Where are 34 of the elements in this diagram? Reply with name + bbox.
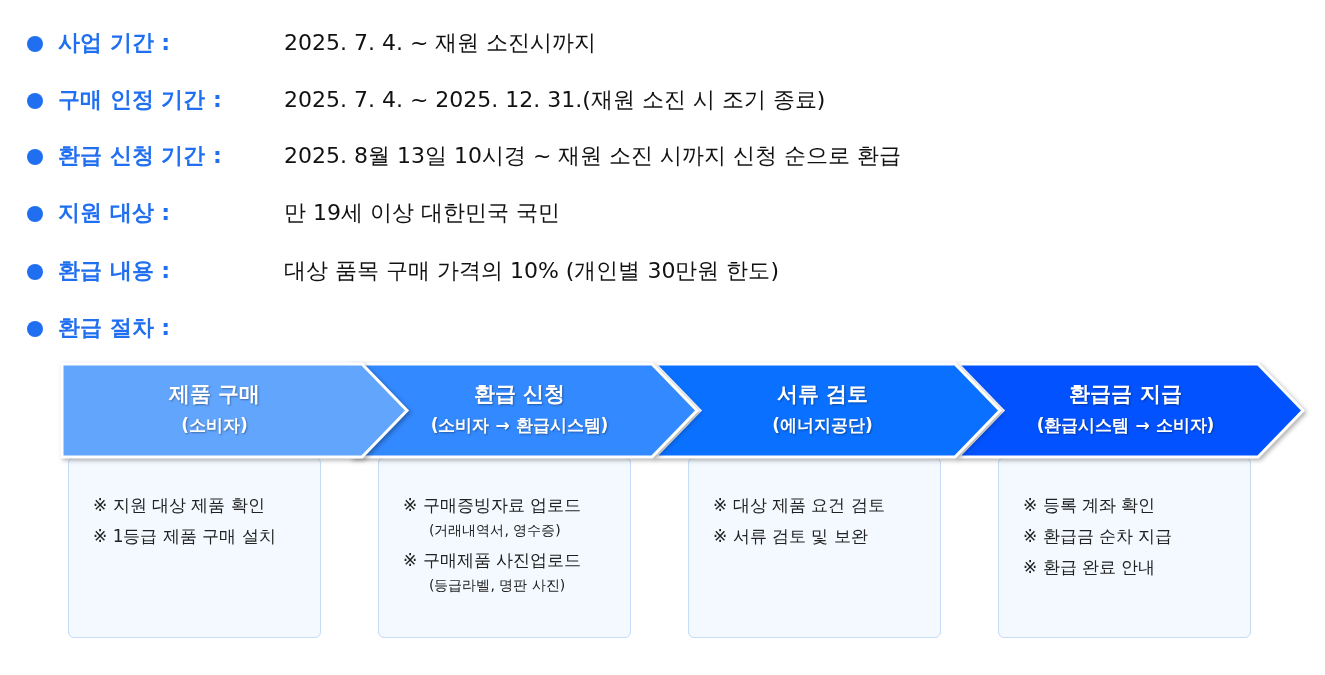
item-heading: 구매 인정 기간 : (58, 86, 222, 114)
step-subtitle: (소비자 → 환급시스템) (429, 414, 610, 437)
note-text: ※ 등록 계좌 확인 (1023, 494, 1156, 517)
item-text: 대상 품목 구매 가격의 10% (개인별 30만원 한도) (284, 257, 779, 285)
item-text: 2025. 7. 4. ~ 재원 소진시까지 (284, 29, 597, 57)
item-text: 만 19세 이상 대한민국 국민 (284, 199, 560, 227)
note-text: ※ 대상 제품 요건 검토 (713, 494, 885, 517)
note-text: ※ 지원 대상 제품 확인 (93, 494, 265, 517)
note-text: ※ 서류 검토 및 보완 (713, 525, 868, 548)
item-heading: 환급 내용 : (58, 257, 171, 285)
note-panel (68, 457, 321, 638)
step-subtitle: (소비자) (180, 414, 249, 437)
note-text: ※ 환급 완료 안내 (1023, 556, 1156, 579)
note-subtext: (등급라벨, 명판 사진) (429, 577, 566, 595)
step-subtitle: (환급시스템 → 소비자) (1035, 414, 1216, 437)
note-text: ※ 구매증빙자료 업로드 (403, 494, 582, 517)
note-panel (998, 457, 1251, 638)
item-heading: 사업 기간 : (58, 29, 171, 57)
step-title: 환급 신청 (472, 381, 567, 408)
note-panel (378, 457, 631, 638)
step-title: 제품 구매 (167, 381, 262, 408)
note-subtext: (거래내역서, 영수증) (429, 522, 561, 540)
step-title: 서류 검토 (775, 381, 870, 408)
item-text: 2025. 7. 4. ~ 2025. 12. 31.(재원 소진 시 조기 종료) (284, 86, 826, 114)
item-heading: 환급 절차 : (58, 314, 171, 342)
note-text: ※ 환급금 순차 지급 (1023, 525, 1173, 548)
step-title: 환급금 지급 (1068, 381, 1183, 408)
item-text: 2025. 8월 13일 10시경 ~ 재원 소진 시까지 신청 순으로 환급 (284, 142, 902, 170)
note-panel (688, 457, 941, 638)
item-heading: 지원 대상 : (58, 199, 171, 227)
item-heading: 환급 신청 기간 : (58, 142, 222, 170)
note-text: ※ 구매제품 사진업로드 (403, 549, 582, 572)
note-text: ※ 1등급 제품 구매 설치 (93, 525, 276, 548)
step-subtitle: (에너지공단) (771, 414, 874, 437)
